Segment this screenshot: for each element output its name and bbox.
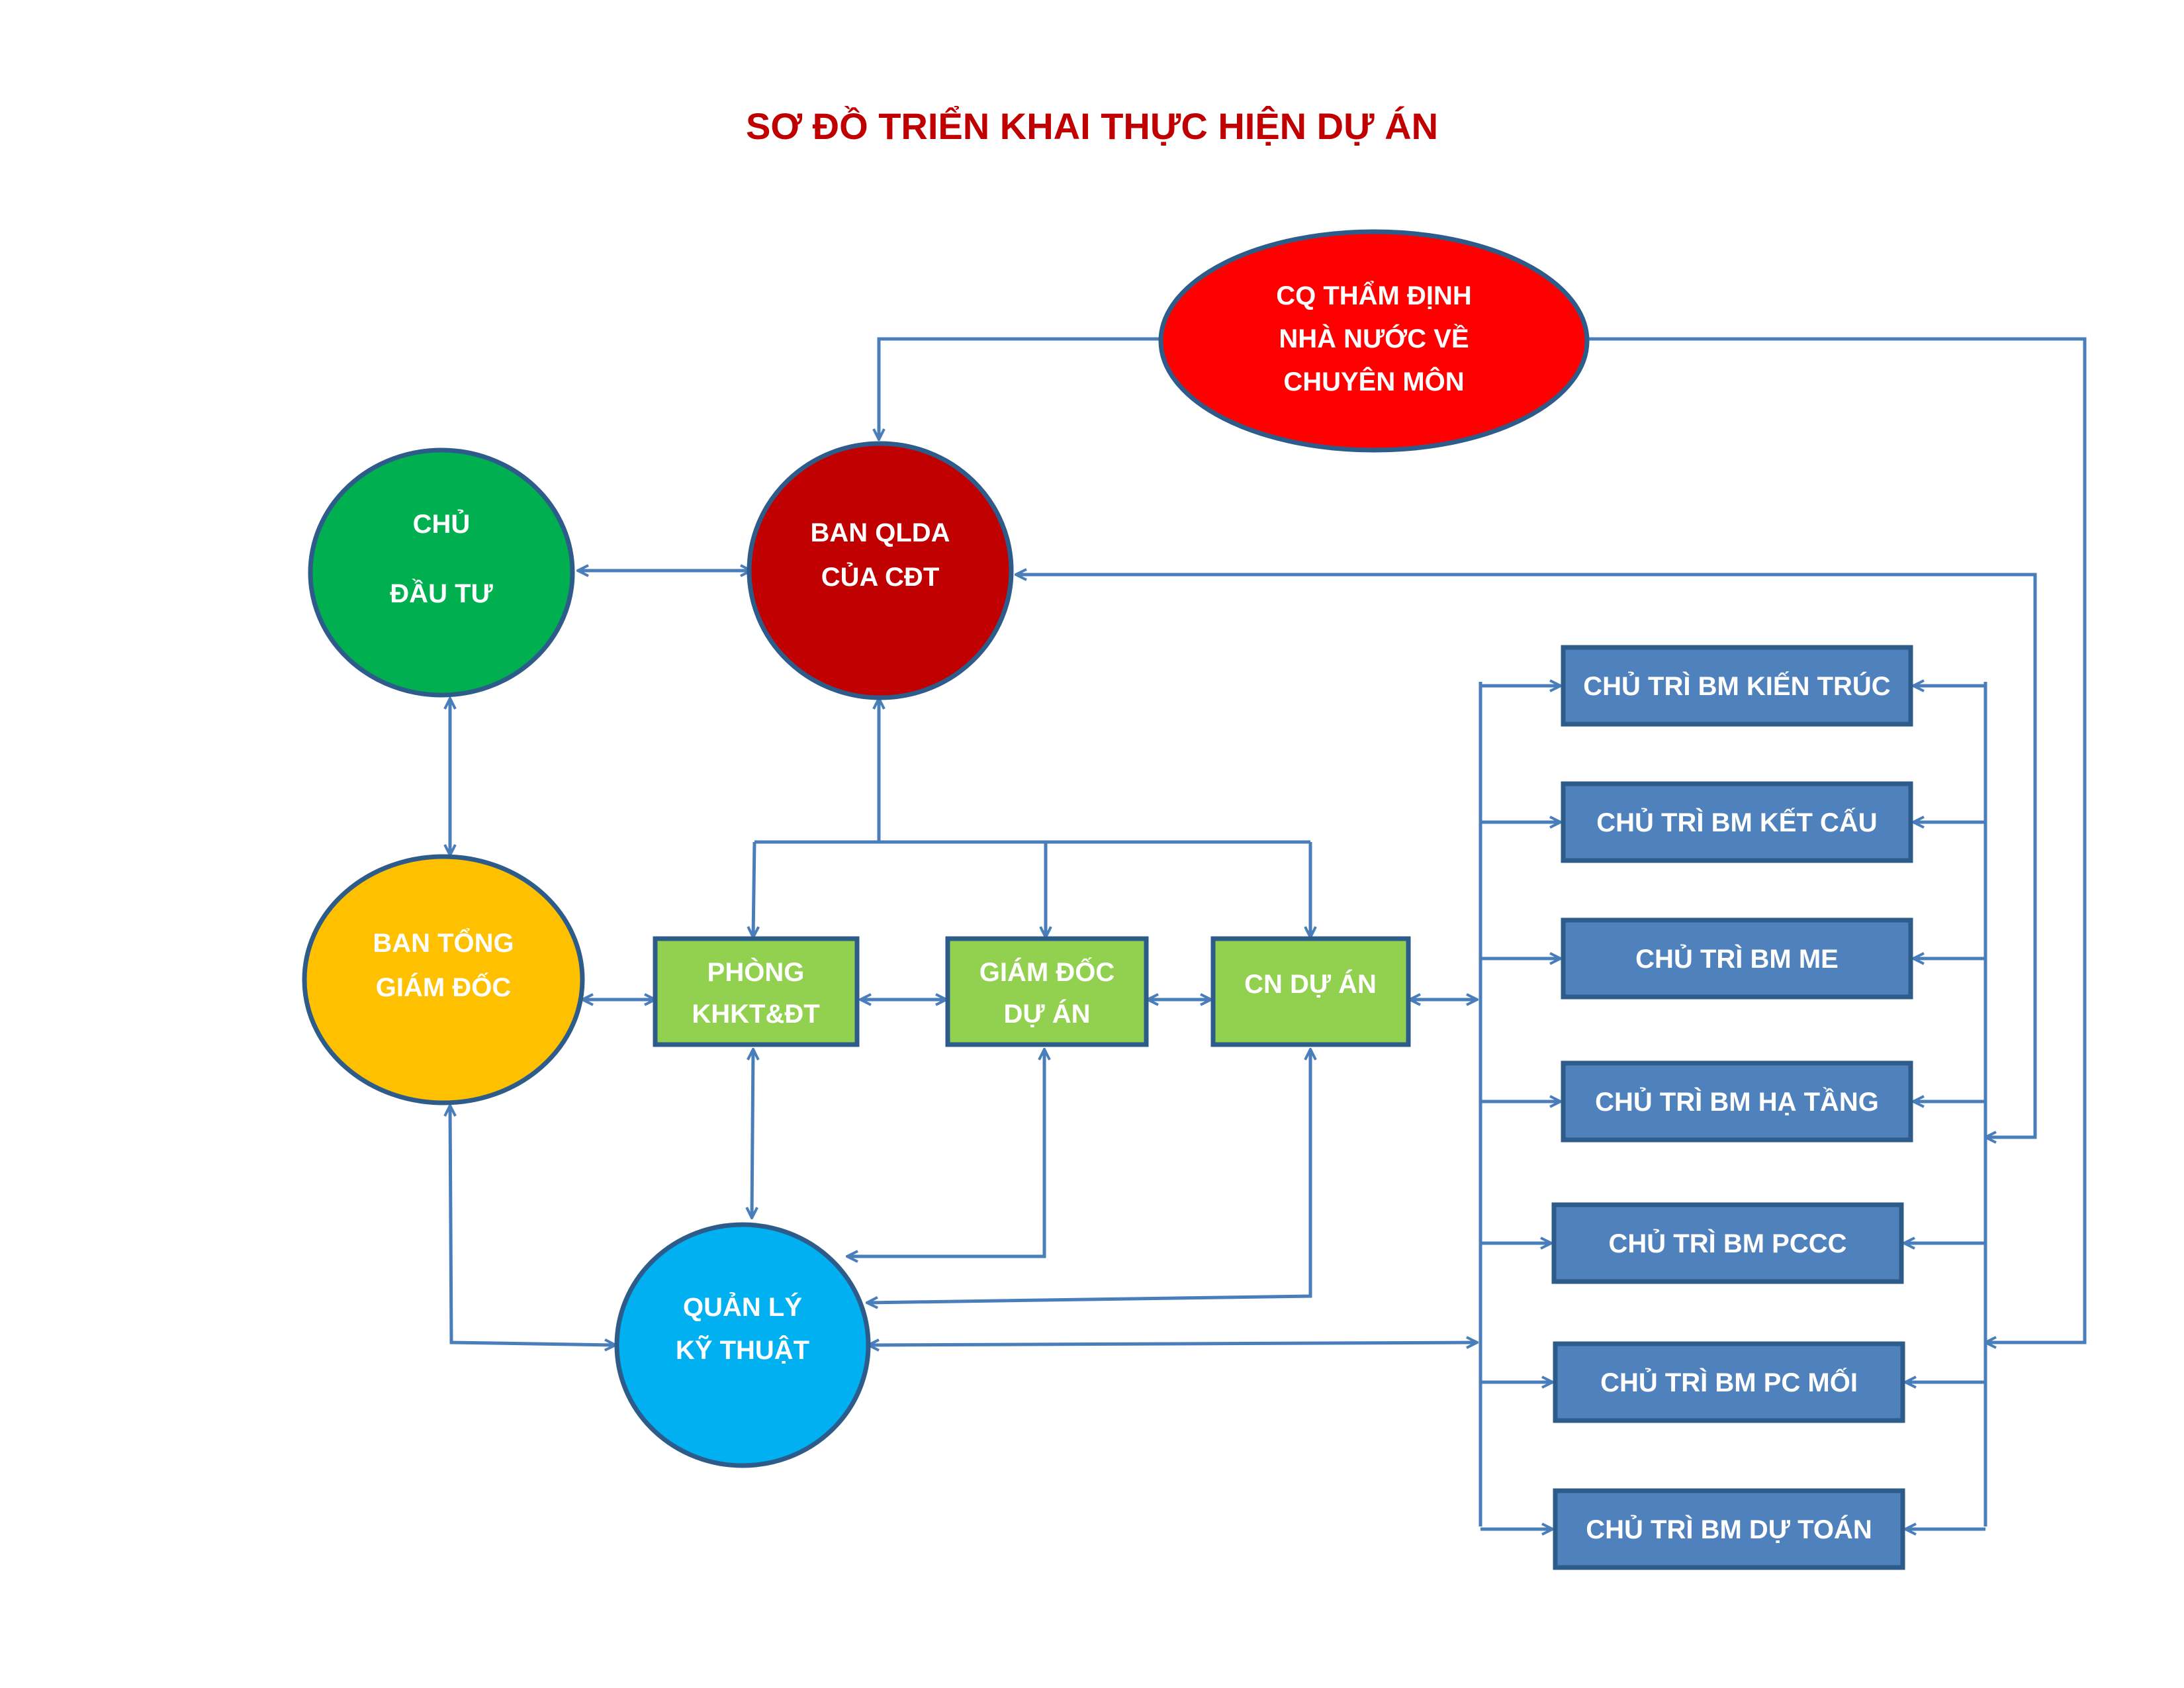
ban-tgd-line-1: BAN TỔNG: [373, 927, 514, 958]
cn-du-an-label: CN DỰ ÁN: [1244, 969, 1377, 999]
edge-ban-qlda-to-departments: [1016, 575, 2037, 1137]
gd-du-an-line-1: GIÁM ĐỐC: [979, 957, 1115, 987]
edge-cq-to-ban-qlda: [879, 337, 1160, 440]
department-label: CHỦ TRÌ BM KẾT CẤU: [1596, 807, 1877, 837]
diagram-title: SƠ ĐỒ TRIỂN KHAI THỰC HIỆN DỰ ÁN: [745, 105, 1439, 147]
phong-line-1: PHÒNG: [707, 957, 805, 987]
ban-tgd-line-2: GIÁM ĐỐC: [376, 972, 511, 1002]
ban-qlda-line-1: BAN QLDA: [810, 518, 950, 547]
department-label: CHỦ TRÌ BM DỰ TOÁN: [1586, 1514, 1872, 1544]
quan-ly-line-1: QUẢN LÝ: [683, 1291, 802, 1322]
edge-cn-du-an-quan-ly: [867, 1049, 1310, 1303]
department-box: CHỦ TRÌ BM PC MỐI: [1553, 1341, 1905, 1423]
cq-line-3: CHUYÊN MÔN: [1283, 366, 1464, 397]
node-cn-du-an: CN DỰ ÁN: [1210, 936, 1411, 1047]
department-label: CHỦ TRÌ BM PC MỐI: [1600, 1367, 1858, 1397]
node-cq-tham-dinh: CQ THẨM ĐỊNH NHÀ NƯỚC VỀ CHUYÊN MÔN: [1158, 229, 1590, 453]
cq-line-1: CQ THẨM ĐỊNH: [1276, 279, 1472, 310]
ban-qlda-line-2: CỦA CĐT: [821, 561, 940, 592]
node-quan-ly-ky-thuat: QUẢN LÝ KỸ THUẬT: [614, 1222, 871, 1468]
department-box: CHỦ TRÌ BM ME: [1561, 917, 1913, 1000]
department-box: CHỦ TRÌ BM KẾT CẤU: [1561, 781, 1913, 863]
node-phong-khkt: PHÒNG KHKT&ĐT: [653, 936, 860, 1047]
department-box: CHỦ TRÌ BM KIẾN TRÚC: [1561, 645, 1913, 727]
department-box: CHỦ TRÌ BM PCCC: [1551, 1202, 1904, 1284]
edge-quan-ly-departments: [868, 1342, 1477, 1345]
department-label: CHỦ TRÌ BM KIẾN TRÚC: [1583, 671, 1890, 701]
node-ban-tong-giam-doc: BAN TỔNG GIÁM ĐỐC: [302, 854, 585, 1105]
node-ban-qlda: BAN QLDA CỦA CĐT: [747, 441, 1014, 700]
edge-cq-to-departments: [1588, 337, 2087, 1342]
edge-phong-quan-ly: [752, 1049, 753, 1218]
cq-line-2: NHÀ NƯỚC VỀ: [1279, 323, 1469, 353]
department-box: CHỦ TRÌ BM DỰ TOÁN: [1553, 1488, 1905, 1570]
chu-dau-tu-line-1: CHỦ: [413, 508, 471, 539]
phong-line-2: KHKT&ĐT: [692, 1000, 819, 1029]
department-label: CHỦ TRÌ BM PCCC: [1609, 1228, 1847, 1258]
node-giam-doc-du-an: GIÁM ĐỐC DỰ ÁN: [945, 936, 1149, 1047]
node-chu-dau-tu: CHỦ ĐẦU TƯ: [308, 447, 575, 698]
department-list: CHỦ TRÌ BM KIẾN TRÚC CHỦ TRÌ BM KẾT CẤU CH…: [1551, 645, 1913, 1570]
edge-ban-tgd-quan-ly: [450, 1105, 615, 1345]
connectors: [450, 337, 2087, 1529]
department-label: CHỦ TRÌ BM HẠ TẦNG: [1595, 1086, 1879, 1117]
department-label: CHỦ TRÌ BM ME: [1635, 943, 1839, 974]
quan-ly-line-2: KỸ THUẬT: [676, 1335, 809, 1365]
department-box: CHỦ TRÌ BM HẠ TẦNG: [1561, 1060, 1913, 1143]
gd-du-an-line-2: DỰ ÁN: [1004, 999, 1091, 1029]
edge-bus-to-phong: [753, 841, 754, 937]
chu-dau-tu-line-2: ĐẦU TƯ: [390, 578, 493, 608]
edge-gd-du-an-quan-ly: [847, 1049, 1044, 1256]
